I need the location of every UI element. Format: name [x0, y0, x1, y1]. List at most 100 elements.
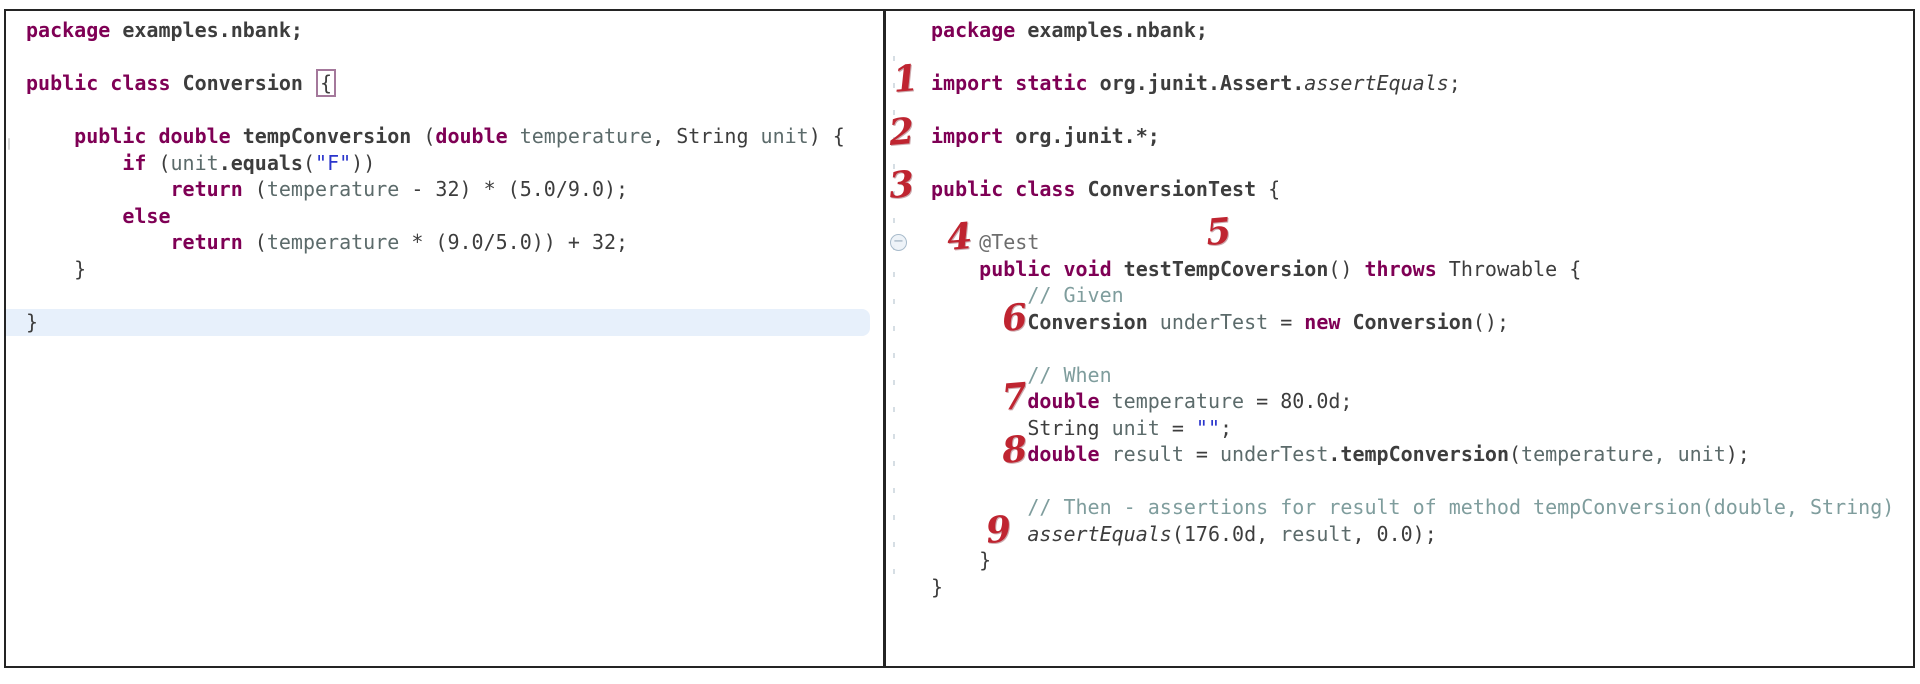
code-line[interactable]: if (unit.equals("F")) [26, 150, 883, 177]
code-token: } [26, 309, 39, 334]
code-token: ( [242, 230, 267, 254]
code-line[interactable]: @Test [931, 229, 1914, 256]
code-token: throws [1352, 256, 1437, 281]
code-token [26, 151, 122, 175]
code-line[interactable]: return (temperature - 32) * (5.0/9.0); [26, 176, 883, 203]
code-line[interactable]: public class ConversionTest { [931, 176, 1914, 203]
code-token: public void [979, 256, 1112, 281]
code-token [26, 177, 171, 201]
left-code-editor[interactable]: package examples.nbank; public class Con… [6, 11, 883, 664]
code-token: { [1268, 177, 1281, 201]
code-line[interactable]: // Given [931, 282, 1914, 309]
code-token: org.junit.Assert. [1087, 71, 1305, 95]
code-line[interactable]: public class Conversion { [26, 69, 883, 97]
code-token: ; [1220, 415, 1233, 440]
code-token: = 80.0d; [1244, 389, 1353, 413]
code-line[interactable]: package examples.nbank; [26, 17, 883, 44]
code-line[interactable] [931, 468, 1914, 495]
code-line[interactable]: package examples.nbank; [931, 17, 1914, 44]
code-token: temperature [266, 230, 400, 254]
code-line[interactable]: String unit = ""; [931, 415, 1914, 442]
code-token: import static [931, 71, 1088, 95]
code-line[interactable]: // When [931, 362, 1914, 389]
callout-number-9: 9 [984, 507, 1013, 553]
code-token: underTest [1220, 442, 1329, 466]
figure-frame [4, 9, 1915, 668]
code-line[interactable] [931, 203, 1914, 230]
callout-number-7: 7 [1000, 374, 1029, 420]
callout-number-8: 8 [1000, 427, 1029, 473]
code-line[interactable] [931, 335, 1914, 362]
right-code-editor[interactable]: package examples.nbank; import static or… [886, 11, 1914, 664]
code-token: double [1027, 389, 1100, 413]
code-token: public double [74, 124, 231, 148]
code-token: // Given [1027, 283, 1124, 307]
code-line[interactable] [26, 44, 883, 71]
code-line[interactable] [931, 44, 1914, 71]
code-line[interactable]: double temperature = 80.0d; [931, 388, 1914, 415]
code-token: // Then - assertions for result of metho… [1027, 495, 1895, 519]
code-token: if [122, 150, 147, 175]
code-token: String [931, 415, 1100, 440]
code-token: , 0.0); [1352, 521, 1437, 546]
code-token: (); [1472, 309, 1509, 334]
code-token: ( [242, 177, 267, 201]
code-token: package [931, 18, 1016, 42]
code-token: { [316, 69, 337, 97]
fold-collapse-icon[interactable]: − [890, 234, 907, 251]
code-token: = [1183, 442, 1220, 466]
code-token: - 32) * (5.0/9.0); [399, 177, 629, 201]
code-token: temperature, unit [1521, 442, 1726, 466]
code-line[interactable]: } [931, 574, 1914, 601]
code-token [931, 495, 1027, 519]
code-line[interactable] [931, 150, 1914, 177]
code-token: .equals [218, 150, 303, 175]
panel-divider [883, 9, 886, 668]
code-line[interactable]: import static org.junit.Assert.assertEqu… [931, 70, 1914, 97]
code-line[interactable] [26, 97, 883, 124]
code-token: (176.0d, [1171, 521, 1281, 546]
code-token: ) { [808, 124, 845, 148]
code-line[interactable]: } [26, 309, 883, 336]
code-token: result [1099, 442, 1184, 466]
code-token: examples.nbank; [1015, 18, 1208, 42]
code-line[interactable]: // Then - assertions for result of metho… [931, 494, 1914, 521]
current-line-highlight [6, 308, 870, 336]
code-token: ( [302, 150, 316, 175]
code-line[interactable]: } [931, 547, 1914, 574]
code-token: assertEquals [1027, 521, 1172, 546]
code-line[interactable]: else [26, 203, 883, 230]
code-token: = [1268, 309, 1305, 334]
code-token: assertEquals [1304, 71, 1449, 95]
code-token: )) [351, 150, 376, 175]
code-token: "" [1195, 415, 1221, 440]
code-line[interactable]: return (temperature * (9.0/5.0)) + 32; [26, 229, 883, 256]
code-token: temperature [266, 177, 400, 201]
left-code-lines: package examples.nbank; public class Con… [6, 11, 883, 335]
code-line[interactable]: public double tempConversion (double tem… [26, 123, 883, 150]
code-token: } [931, 574, 944, 599]
code-line[interactable]: double result = underTest.tempConversion… [931, 441, 1914, 468]
code-token: new [1304, 309, 1341, 334]
code-token: double [435, 124, 508, 148]
code-line[interactable]: } [26, 256, 883, 283]
code-token: , String [652, 124, 749, 148]
code-line[interactable]: Conversion underTest = new Conversion(); [931, 309, 1914, 336]
code-token: ( [423, 124, 436, 148]
code-line[interactable] [931, 97, 1914, 124]
code-token: public class [931, 177, 1076, 201]
code-token: ( [1509, 442, 1522, 466]
code-line[interactable] [26, 282, 883, 309]
code-token: examples.nbank; [110, 18, 303, 42]
code-token: Conversion [1027, 309, 1148, 334]
code-token: result [1280, 521, 1353, 546]
code-token: tempConversion [230, 124, 424, 148]
code-line[interactable]: assertEquals(176.0d, result, 0.0); [931, 521, 1914, 548]
code-line[interactable]: public void testTempCoversion() throws T… [931, 256, 1914, 283]
code-line[interactable]: import org.junit.*; [931, 123, 1914, 150]
code-token: underTest [1147, 309, 1269, 334]
code-token [26, 204, 122, 228]
code-token: = [1159, 415, 1196, 440]
code-token: return [170, 177, 243, 201]
code-token: Conversion [1340, 309, 1473, 334]
